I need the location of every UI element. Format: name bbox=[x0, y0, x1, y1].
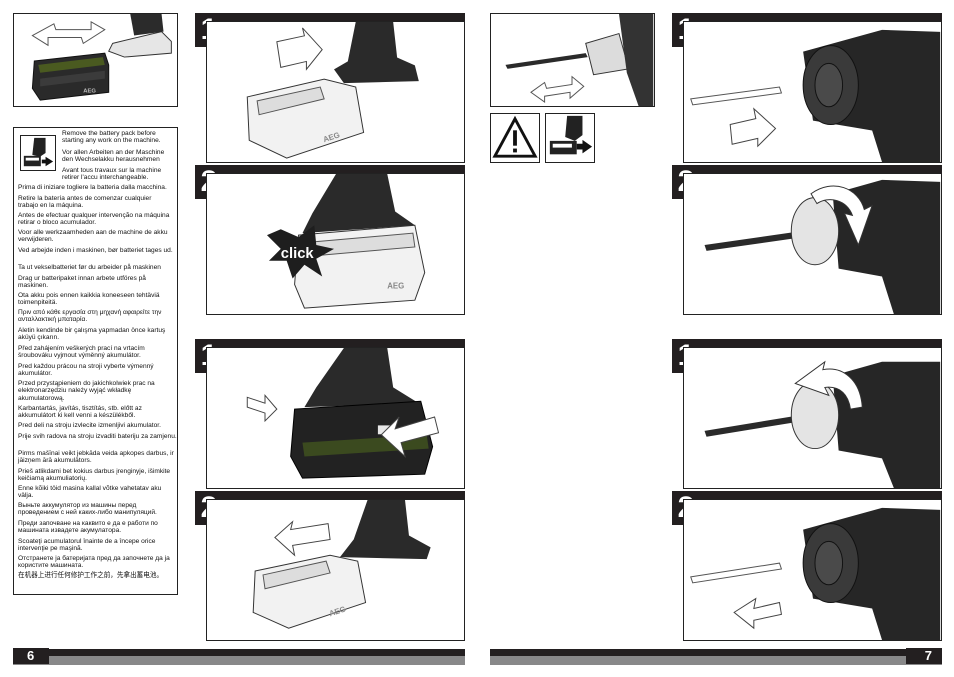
step-bar bbox=[672, 491, 942, 499]
warning-text-pt: Antes de efectuar qualquer intervenção n… bbox=[18, 212, 170, 227]
insert-bit-step-2 bbox=[683, 173, 942, 315]
warning-text-hu: Karbantartás, javítás, tisztítás, stb. e… bbox=[18, 405, 142, 420]
drill-bit-overview-figure bbox=[490, 13, 655, 107]
battery-remove-icon bbox=[20, 135, 56, 171]
step-bar bbox=[195, 165, 465, 173]
warning-text-da: Ved arbejde inden i maskinen, bør batter… bbox=[18, 247, 173, 254]
rotate-arrow-icon bbox=[794, 360, 863, 410]
battery-overview-figure: AEG bbox=[13, 13, 178, 107]
warning-text-hr: Prije svih radova na stroju izvaditi bat… bbox=[18, 433, 177, 440]
step-bar bbox=[195, 339, 465, 347]
double-arrow-icon bbox=[530, 75, 585, 104]
warning-text-de: Vor allen Arbeiten an der Maschine den W… bbox=[62, 149, 165, 164]
insert-battery-step-1: AEG bbox=[206, 21, 465, 163]
warning-text-bg: Преди започване на каквито е да е работи… bbox=[18, 520, 158, 535]
remove-battery-step-1 bbox=[206, 347, 465, 489]
warning-text-tr: Aletin kendinde bir çalışma yapmadan önc… bbox=[18, 327, 166, 342]
warning-text-nl: Voor alle werkzaamheden aan de machine d… bbox=[18, 229, 168, 244]
arrow-right-icon bbox=[246, 393, 278, 423]
battery-brand-label: AEG bbox=[387, 281, 404, 290]
page-number-left: 6 bbox=[13, 648, 49, 664]
step-bar bbox=[672, 339, 942, 347]
warning-text-et: Enne kõiki töid masina kallal võtke vahe… bbox=[18, 485, 162, 500]
warning-text-zh: 在机器上进行任何修护工作之前，先拿出蓄电池。 bbox=[18, 572, 164, 579]
warning-text-pl: Przed przystąpieniem do jakichkolwiek pr… bbox=[18, 380, 155, 402]
double-arrow-icon bbox=[31, 20, 106, 47]
warning-text-cs: Před zahájením veškerých prací na vrtací… bbox=[18, 345, 145, 360]
warning-text-fr: Avant tous travaux sur la machine retire… bbox=[62, 167, 162, 182]
warning-text-sv: Drag ur batteripaket innan arbete utföre… bbox=[18, 275, 146, 290]
left-footer-stripe bbox=[49, 649, 465, 656]
page-number-right: 7 bbox=[906, 648, 942, 664]
warning-triangle-icon bbox=[490, 113, 540, 163]
warning-text-el: Πριν από κάθε εργασία στη μηχανή αφαιρεί… bbox=[18, 309, 162, 324]
step-bar bbox=[672, 13, 942, 21]
right-footer-stripe bbox=[490, 649, 906, 656]
arrow-right-icon bbox=[276, 27, 323, 71]
arrow-left-icon bbox=[274, 520, 331, 557]
warning-text-no: Ta ut vekselbatteriet før du arbeider på… bbox=[18, 264, 161, 271]
insert-battery-step-2: click AEG bbox=[206, 173, 465, 315]
remove-battery-step-2: AEG bbox=[206, 499, 465, 641]
warning-text-lt: Prieš atlikdami bet kokius darbus įrengi… bbox=[18, 468, 171, 483]
insert-bit-step-1 bbox=[683, 21, 942, 163]
arrow-left-icon bbox=[380, 416, 440, 458]
warning-text-ru: Выньте аккумулятор из машины перед прове… bbox=[18, 502, 157, 517]
warning-text-sk: Pred každou prácou na stroji vyberte vým… bbox=[18, 363, 154, 378]
battery-brand-label: AEG bbox=[83, 88, 96, 94]
warning-text-it: Prima di iniziare togliere la batteria d… bbox=[18, 184, 167, 191]
rotate-arrow-icon bbox=[810, 185, 874, 247]
battery-warning-box: Remove the battery pack before starting … bbox=[13, 127, 178, 595]
click-label: click bbox=[281, 246, 315, 262]
battery-overview-illustration: AEG bbox=[31, 14, 172, 101]
arrow-right-icon bbox=[729, 107, 777, 148]
warning-text-lv: Pirms mašīnai veikt jebkāda veida apkope… bbox=[18, 450, 174, 465]
step-bar bbox=[672, 165, 942, 173]
remove-bit-step-1 bbox=[683, 347, 942, 489]
step-bar bbox=[195, 13, 465, 21]
remove-bit-step-2 bbox=[683, 499, 942, 641]
warning-text-es: Retire la batería antes de comenzar cual… bbox=[18, 195, 152, 210]
warning-text-en: Remove the battery pack before starting … bbox=[62, 130, 161, 145]
warning-text-sl: Pred deli na stroju izvlecite izmenljivi… bbox=[18, 422, 161, 429]
step-bar bbox=[195, 491, 465, 499]
arrow-left-icon bbox=[733, 597, 783, 630]
warning-text-mk: Отстранете ја батеријата пред да започне… bbox=[18, 555, 170, 570]
click-burst-icon bbox=[266, 225, 335, 279]
battery-remove-icon bbox=[545, 113, 595, 163]
warning-text-fi: Ota akku pois ennen kaikkia koneeseen te… bbox=[18, 292, 160, 307]
warning-text-ro: Scoateţi acumulatorul înainte de a încep… bbox=[18, 538, 156, 553]
